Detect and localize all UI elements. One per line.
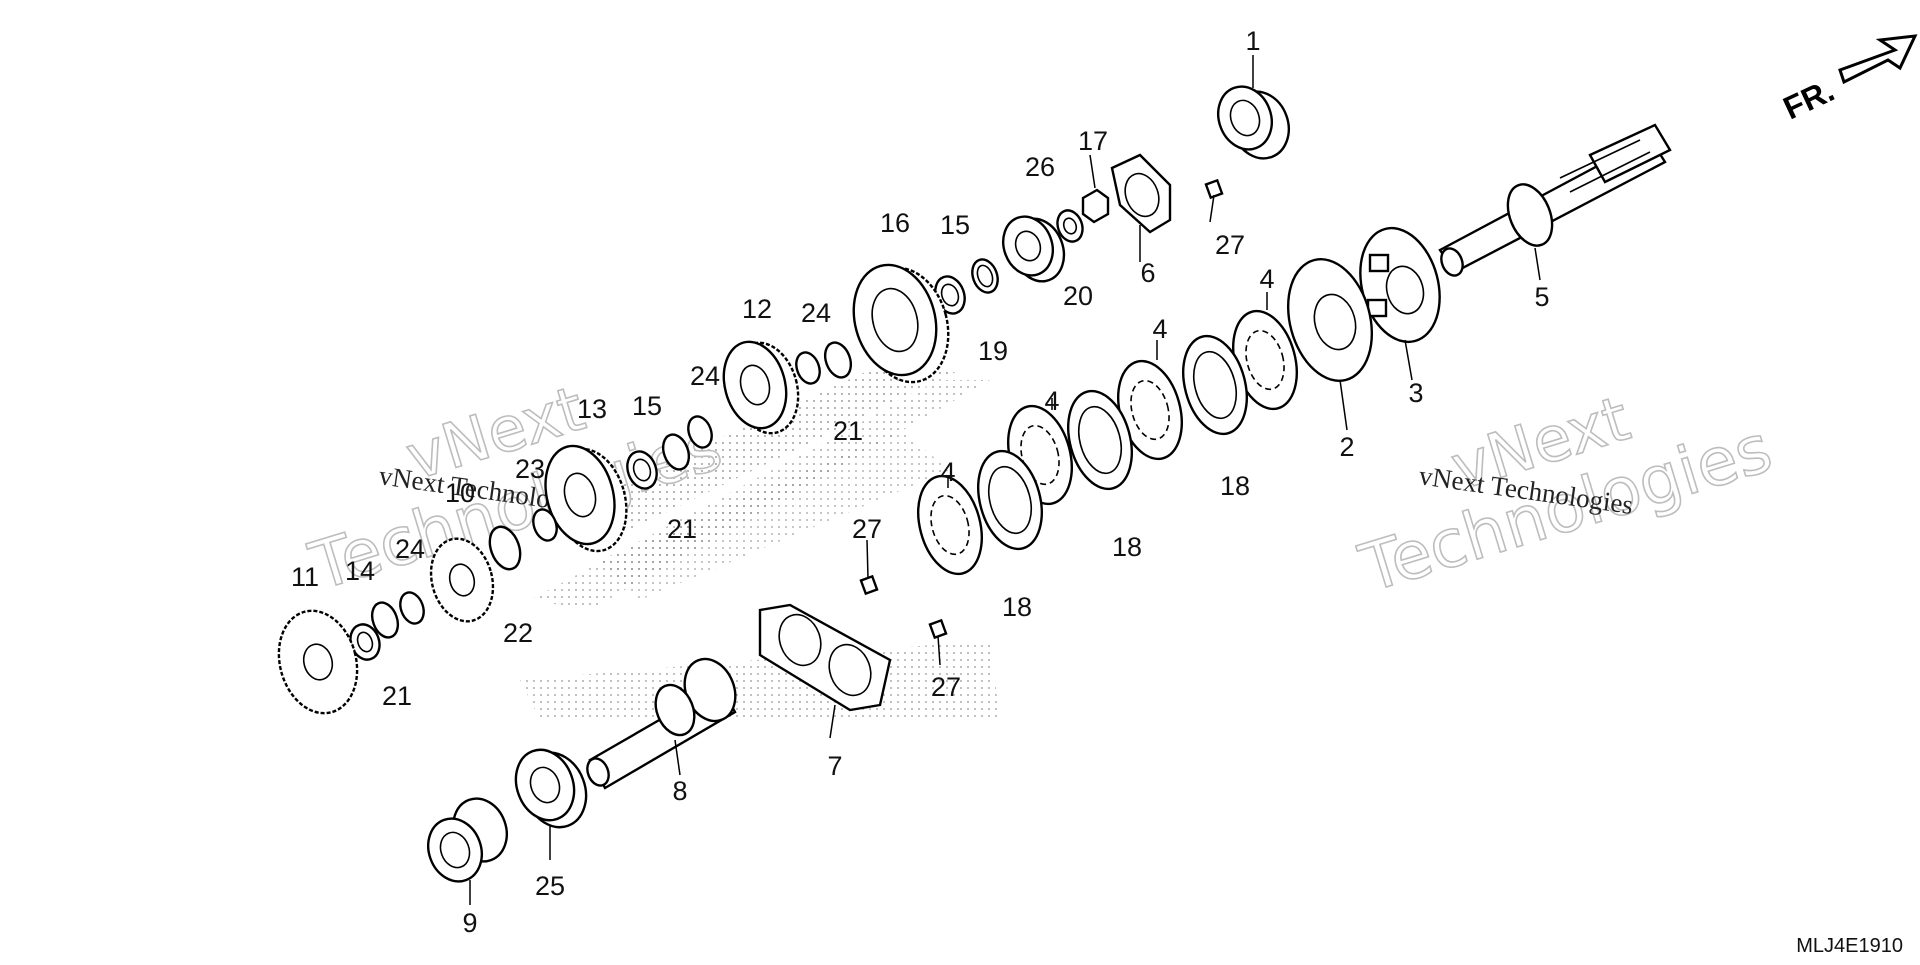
callout-18c: 18 bbox=[1002, 592, 1032, 622]
callout-labels: 1 2 3 4 4 4 4 5 6 7 8 9 10 11 12 13 14 1… bbox=[291, 26, 1550, 938]
callout-20: 20 bbox=[1063, 281, 1093, 311]
callout-18a: 18 bbox=[1220, 471, 1250, 501]
part-10-gear bbox=[429, 537, 495, 623]
callout-6: 6 bbox=[1140, 258, 1155, 288]
callout-14: 14 bbox=[345, 556, 375, 586]
part-8-countershaft bbox=[586, 657, 737, 790]
callout-26: 26 bbox=[1025, 152, 1055, 182]
callout-19: 19 bbox=[978, 336, 1008, 366]
part-1-bearing bbox=[1217, 85, 1290, 160]
callout-13: 13 bbox=[577, 394, 607, 424]
direction-arrow-icon: FR. bbox=[1778, 34, 1918, 126]
callout-27c: 27 bbox=[931, 672, 961, 702]
part-13-gear bbox=[544, 444, 628, 553]
part-21-circlip bbox=[370, 341, 853, 639]
svg-text:FR.: FR. bbox=[1778, 72, 1840, 126]
part-9-collar bbox=[427, 797, 508, 883]
callout-27b: 27 bbox=[852, 514, 882, 544]
part-26-bearing bbox=[1002, 215, 1066, 283]
part-5-mainshaft bbox=[1438, 123, 1672, 277]
part-2-pressure-plate bbox=[1286, 258, 1374, 382]
callout-4b: 4 bbox=[1152, 314, 1167, 344]
callout-24b: 24 bbox=[690, 361, 720, 391]
part-3-clutch-hub bbox=[1359, 226, 1441, 344]
callout-15b: 15 bbox=[632, 391, 662, 421]
callout-10: 10 bbox=[445, 478, 475, 508]
part-11-gear bbox=[277, 609, 359, 715]
callout-12: 12 bbox=[742, 294, 772, 324]
part-17-nut bbox=[1081, 188, 1110, 224]
callout-27a: 27 bbox=[1215, 230, 1245, 260]
part-15-needle-bearing bbox=[626, 275, 966, 490]
callout-24a: 24 bbox=[801, 298, 831, 328]
diagram-code: MLJ4E1910 bbox=[1796, 935, 1903, 957]
callout-23: 23 bbox=[515, 454, 545, 484]
part-12-gear bbox=[722, 340, 800, 435]
part-16-gear bbox=[852, 263, 950, 384]
callout-21a: 21 bbox=[833, 416, 863, 446]
callout-5: 5 bbox=[1534, 282, 1549, 312]
callout-17: 17 bbox=[1078, 126, 1108, 156]
watermark-right: vNext Technologies vNext Technologies bbox=[1350, 381, 1781, 609]
part-22-circlip bbox=[488, 525, 522, 571]
callout-21b: 21 bbox=[667, 514, 697, 544]
callout-25: 25 bbox=[535, 871, 565, 901]
part-20-washer bbox=[1056, 209, 1084, 243]
callout-24c: 24 bbox=[395, 534, 425, 564]
part-27-bolt bbox=[859, 178, 1224, 640]
part-23-washer bbox=[532, 508, 558, 542]
callout-1: 1 bbox=[1245, 26, 1260, 56]
part-19-ring bbox=[971, 258, 999, 294]
callout-21c: 21 bbox=[382, 681, 412, 711]
callout-9: 9 bbox=[462, 908, 477, 938]
part-24-collar bbox=[399, 351, 821, 625]
callout-4a: 4 bbox=[1259, 264, 1274, 294]
part-6-bearing-holder bbox=[1110, 153, 1172, 234]
callout-4c: 4 bbox=[1044, 386, 1059, 416]
callout-2: 2 bbox=[1339, 432, 1354, 462]
callout-11: 11 bbox=[291, 562, 319, 592]
part-18-clutch-plate bbox=[977, 334, 1248, 551]
callout-16: 16 bbox=[880, 208, 910, 238]
callout-3: 3 bbox=[1408, 378, 1423, 408]
callout-8: 8 bbox=[672, 776, 687, 806]
leader-lines bbox=[469, 55, 1541, 905]
callout-4d: 4 bbox=[940, 457, 955, 487]
part-25-bearing bbox=[514, 748, 588, 829]
callout-15a: 15 bbox=[940, 210, 970, 240]
callout-7: 7 bbox=[827, 751, 842, 781]
callout-22: 22 bbox=[503, 618, 533, 648]
callout-18b: 18 bbox=[1112, 532, 1142, 562]
part-7-bearing-holder bbox=[758, 603, 892, 712]
